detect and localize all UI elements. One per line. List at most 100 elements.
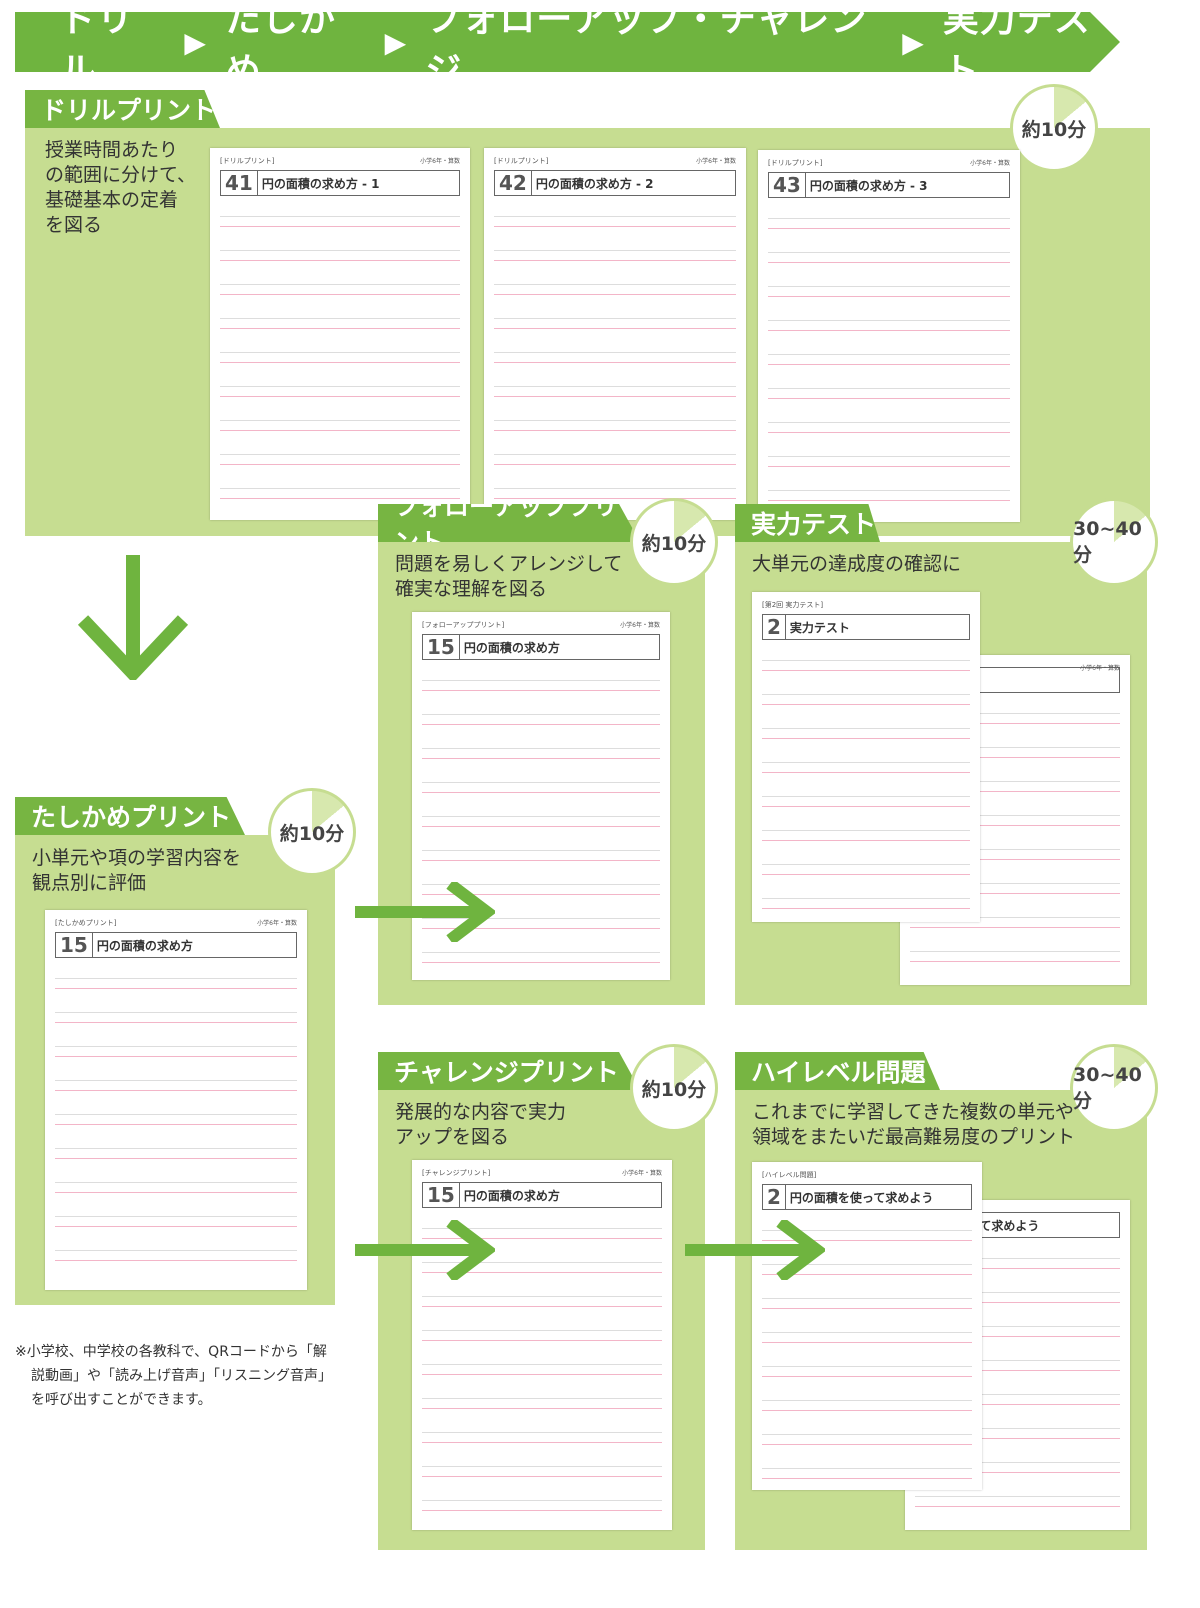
sheet-number: 2 (763, 615, 786, 639)
desc-line: アップを図る (395, 1126, 510, 1148)
time-badge-tashikame: 約10分 (268, 788, 356, 876)
step-arrow-icon: ▶ (902, 25, 925, 59)
sheet-number: 43 (769, 173, 806, 197)
highlevel-tab: ハイレベル問題 (735, 1052, 940, 1090)
sheet-kind: [ハイレベル問題] (762, 1171, 817, 1179)
time-badge-challenge: 約10分 (630, 1044, 718, 1132)
desc-line: 基礎基本の定着 (45, 189, 179, 211)
time-badge-test: 30~40分 (1070, 498, 1158, 586)
desc-line: 観点別に評価 (32, 872, 147, 894)
desc-line: 小単元や項の学習内容を (32, 847, 242, 869)
sheet-number: 15 (423, 635, 460, 659)
sheet-kind: [ドリルプリント] (220, 157, 275, 165)
sheet-body (762, 648, 970, 912)
sheet-number: 15 (56, 933, 93, 957)
sheet-title: 円の面積の求め方 (463, 640, 560, 655)
step-drill: ドリル (60, 0, 135, 92)
sheet-title: 円の面積の求め方 (463, 1188, 560, 1203)
highlevel-description: これまでに学習してきた複数の単元や領域をまたいだ最高難易度のプリント (752, 1100, 1075, 1150)
right-arrow-icon (685, 1220, 825, 1280)
step-test: 実力テスト (942, 0, 1091, 92)
challenge-tab: チャレンジプリント (378, 1052, 640, 1090)
followup-tab: フォローアッププリント (378, 504, 640, 542)
desc-line: 問題を易しくアレンジして (395, 553, 623, 575)
desc-line: 授業時間あたり (45, 139, 179, 161)
followup-description: 問題を易しくアレンジして確実な理解を図る (395, 552, 622, 602)
sheet-grade: 小学6年・算数 (622, 1170, 662, 1177)
sheet-title: 円の面積の求め方 - 2 (535, 176, 654, 191)
desc-line: 確実な理解を図る (395, 578, 548, 600)
test-tab: 実力テスト (735, 504, 880, 542)
desc-line: 発展的な内容で実力 (395, 1101, 567, 1123)
note-line: 説動画」や「読み上げ音声」「リスニング音声」 (31, 1368, 332, 1384)
down-arrow-icon (78, 555, 188, 680)
sheet-kind: [ドリルプリント] (768, 159, 823, 167)
sheet-body (55, 966, 297, 1280)
sheet-kind: [ドリルプリント] (494, 157, 549, 165)
desc-line: これまでに学習してきた複数の単元や (752, 1101, 1074, 1123)
desc-line: の範囲に分けて、 (45, 164, 197, 186)
tashikame-tab: たしかめプリント (15, 797, 245, 835)
sheet-title: 円の面積の求め方 (96, 938, 193, 953)
sheet-number: 2 (763, 1185, 786, 1209)
sheet-body (220, 204, 460, 510)
sheet-grade: 小学6年・算数 (970, 160, 1010, 167)
sheet-kind: [たしかめプリント] (55, 919, 117, 927)
sheet-number: 42 (495, 171, 532, 195)
sheet-kind: [フォローアッププリント] (422, 621, 505, 629)
drill-tab: ドリルプリント (25, 90, 220, 128)
right-arrow-icon (355, 882, 495, 942)
step-arrow-icon: ▶ (384, 25, 408, 59)
sheet-kind: [チャレンジプリント] (422, 1169, 491, 1177)
sheet-body (494, 204, 736, 510)
challenge-description: 発展的な内容で実力アップを図る (395, 1100, 566, 1150)
note-line: ※小学校、中学校の各教科で、QRコードから「解 (15, 1344, 327, 1360)
qr-note: ※小学校、中学校の各教科で、QRコードから「解説動画」や「読み上げ音声」「リスニ… (15, 1340, 355, 1412)
time-badge-highlevel: 30~40分 (1070, 1044, 1158, 1132)
drill-description: 授業時間あたりの範囲に分けて、基礎基本の定着を図る (45, 138, 205, 238)
step-tashikame: たしかめ (224, 0, 336, 92)
sheet-body (422, 668, 660, 970)
time-badge-followup: 約10分 (630, 498, 718, 586)
sheet-grade: 小学6年・算数 (1080, 665, 1120, 672)
sheet-grade: 小学6年・算数 (696, 158, 736, 165)
desc-line: 領域をまたいだ最高難易度のプリント (752, 1126, 1076, 1148)
sheet-kind: [第2回 実力テスト] (762, 601, 824, 609)
sheet-grade: 小学6年・算数 (620, 622, 660, 629)
desc-line: 大単元の達成度の確認に (752, 553, 962, 575)
step-arrow-icon: ▶ (184, 25, 207, 59)
sheet-grade: 小学6年・算数 (257, 920, 297, 927)
time-badge-drill: 約10分 (1010, 84, 1098, 172)
step-followup-challenge: フォローアップ・チャレンジ (425, 0, 868, 92)
note-line: を呼び出すことができます。 (31, 1392, 212, 1408)
tashikame-description: 小単元や項の学習内容を観点別に評価 (32, 846, 241, 896)
sheet-grade: 小学6年・算数 (420, 158, 460, 165)
sheet-body (768, 206, 1010, 512)
flow-banner: ドリル▶ たしかめ▶ フォローアップ・チャレンジ▶ 実力テスト (15, 12, 1120, 72)
desc-line: を図る (45, 214, 103, 236)
sheet-title: 実力テスト (789, 620, 850, 635)
sheet-title: 円の面積の求め方 - 1 (261, 176, 380, 191)
sheet-title: 円の面積を使って求めよう (789, 1190, 934, 1205)
sheet-number: 41 (221, 171, 258, 195)
right-arrow-icon (355, 1220, 495, 1280)
sheet-number: 15 (423, 1183, 460, 1207)
sheet-title: 円の面積の求め方 - 3 (809, 178, 928, 193)
test-description: 大単元の達成度の確認に (752, 552, 961, 577)
